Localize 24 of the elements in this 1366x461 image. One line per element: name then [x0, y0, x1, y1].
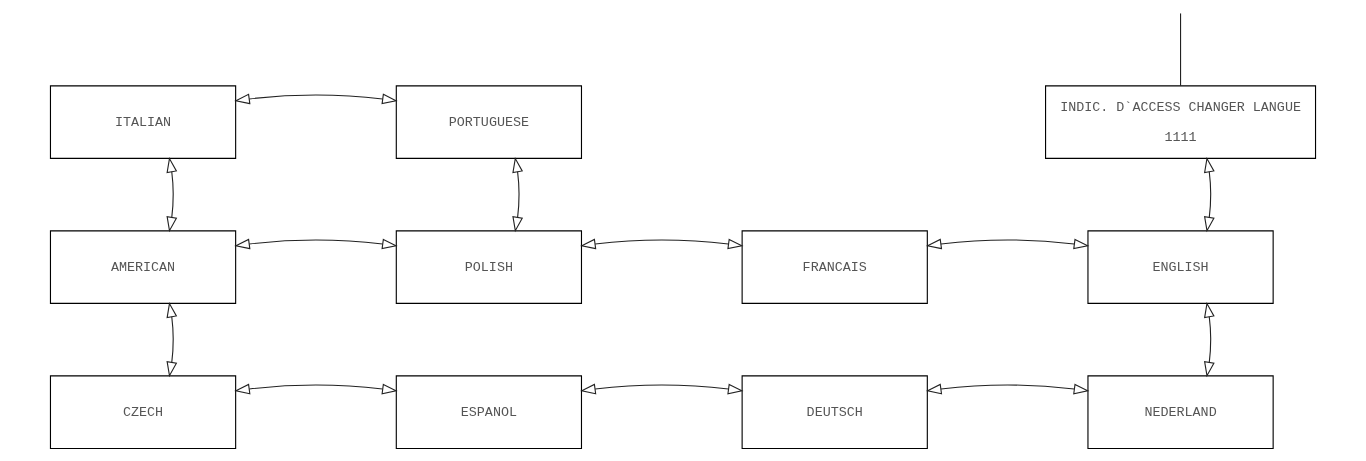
node-box: NEDERLAND: [1087, 375, 1274, 449]
node-box: AMERICAN: [49, 230, 237, 304]
arrow: [1203, 156, 1215, 233]
arrow: [1203, 301, 1215, 378]
arrow: [580, 383, 744, 395]
node-box: ITALIAN: [49, 85, 237, 159]
connector: [1180, 12, 1182, 87]
arrow: [925, 383, 1090, 395]
node-box: ENGLISH: [1087, 230, 1274, 304]
node-box: DEUTSCH: [741, 375, 928, 449]
arrow: [512, 156, 524, 233]
node-box: ESPANOL: [395, 375, 583, 449]
node-box: PORTUGUESE: [395, 85, 583, 159]
arrow: [925, 238, 1090, 250]
arrow: [166, 301, 178, 378]
node-box: CZECH: [49, 375, 237, 449]
node-box: POLISH: [395, 230, 583, 304]
arrow: [234, 383, 398, 395]
arrow: [166, 156, 178, 233]
arrow: [234, 93, 398, 105]
node-box: FRANCAIS: [741, 230, 928, 304]
arrow: [234, 238, 398, 250]
node-box: INDIC. D`ACCESS CHANGER LANGUE 1111: [1045, 85, 1317, 159]
arrow: [580, 238, 744, 250]
